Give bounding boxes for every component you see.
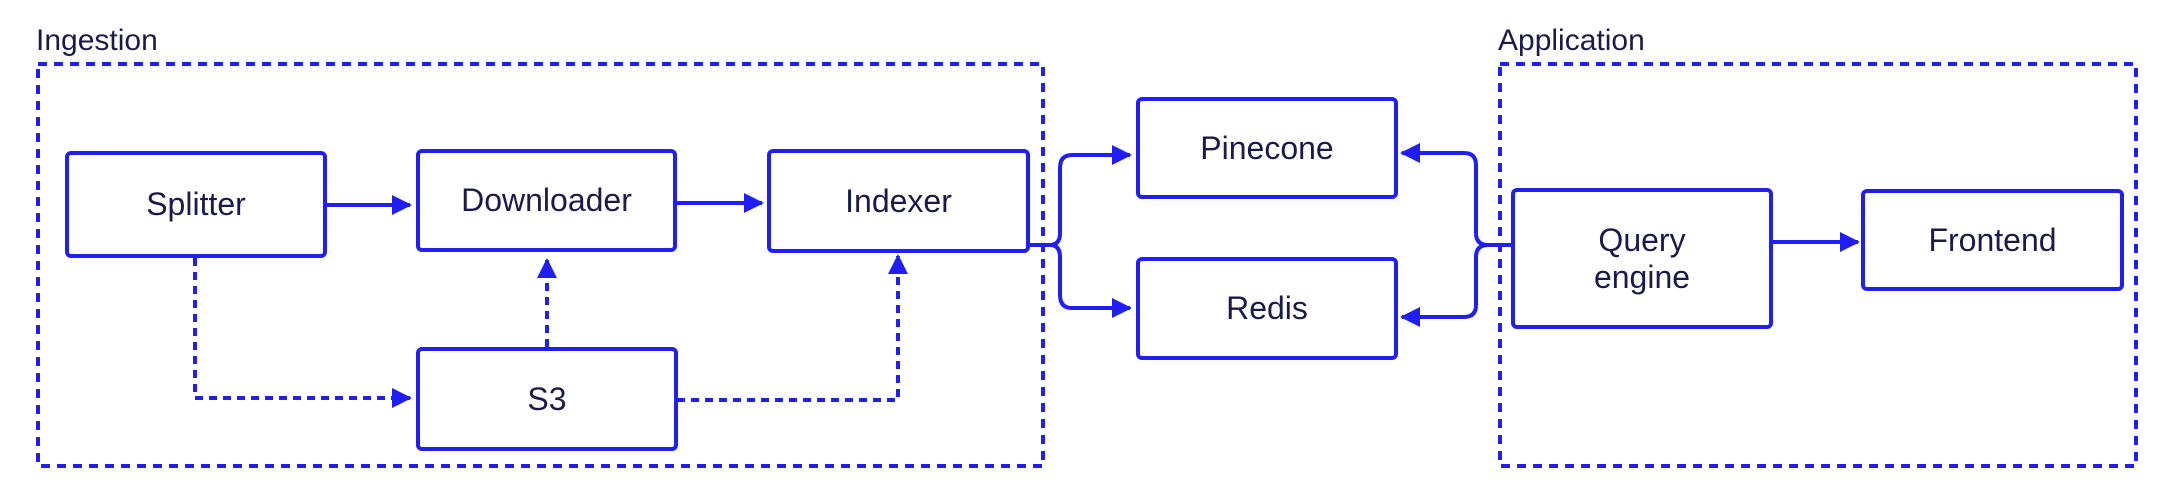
edge-query-engine-redis <box>1400 243 1512 327</box>
splitter-label: Splitter <box>146 186 246 223</box>
indexer-label: Indexer <box>845 182 952 219</box>
downloader-label: Downloader <box>461 182 632 219</box>
frontend-node: Frontend <box>1861 189 2124 291</box>
s3-label: S3 <box>527 380 567 417</box>
application-group-boundary <box>1498 62 2138 468</box>
pinecone-label: Pinecone <box>1200 129 1334 166</box>
frontend-label: Frontend <box>1928 221 2057 258</box>
redis-node: Redis <box>1136 257 1398 360</box>
indexer-node: Indexer <box>767 149 1030 253</box>
ingestion-group-label: Ingestion <box>36 24 158 57</box>
downloader-node: Downloader <box>416 149 677 252</box>
ingestion-group-boundary <box>36 62 1045 468</box>
splitter-node: Splitter <box>65 151 327 258</box>
edge-splitter-s3 <box>193 258 412 408</box>
application-group-label: Application <box>1498 24 1645 57</box>
s3-node: S3 <box>416 347 678 451</box>
redis-label: Redis <box>1226 290 1308 327</box>
pinecone-node: Pinecone <box>1136 97 1398 199</box>
query-engine-label: Query engine <box>1593 221 1691 295</box>
edge-indexer-redis <box>1030 243 1132 318</box>
edge-query-engine-pinecone <box>1400 143 1512 247</box>
query-engine-node: Query engine <box>1511 188 1773 329</box>
edge-s3-indexer <box>677 254 908 402</box>
